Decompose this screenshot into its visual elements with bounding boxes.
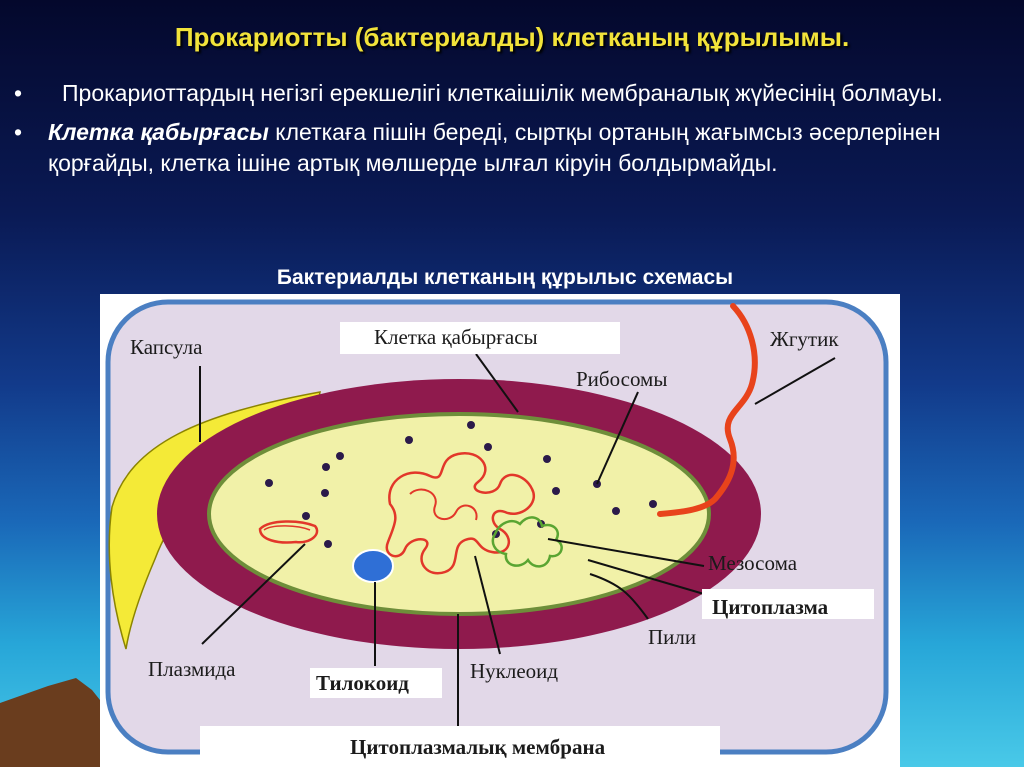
label-cytoplasmic-membrane: Цитоплазмалық мембрана [350,735,606,759]
bullet-marker: • [14,80,23,106]
pointer-cell-wall [475,353,519,413]
flagellum-shape [657,303,758,517]
label-bg-cell-wall [340,322,620,354]
label-ribosomes: Рибосомы [576,367,667,391]
label-cell-wall: Клетка қабырғасы [374,325,538,349]
bullet-marker: • [14,119,23,145]
ribosome-dot [649,500,657,508]
thylakoid-shape [352,549,394,583]
pointer-nucleoid [474,555,501,655]
ribosome-dot [321,489,329,497]
pointer-lines [199,353,836,734]
ribosome-dot [265,479,273,487]
pointer-flagellum [754,357,836,405]
label-nucleoid: Нуклеоид [470,659,558,683]
bullet-item: • Прокариоттардың негізгі ерекшелігі кле… [8,78,1008,109]
pointer-cytoplasm [587,559,705,595]
label-cytoplasm: Цитоплазма [712,595,829,619]
mesosome-shape [491,516,563,568]
bullet-list: • Прокариоттардың негізгі ерекшелігі кле… [8,78,1008,187]
nucleoid-dna-inner [409,488,478,521]
ribosome-dot [484,443,492,451]
bullet-item: • Клетка қабырғасы клеткаға пішін береді… [8,117,1008,179]
label-thylakoid: Тилокоид [316,671,409,695]
label-bg-cytoplasmic-membrane [200,726,720,760]
plasmid-loop [258,520,319,544]
ribosome-dot [336,452,344,460]
bullet-text: Прокариоттардың негізгі ерекшелігі клетк… [62,80,943,106]
pointer-mesosome [547,538,705,567]
ribosome-dot [612,507,620,515]
label-pili: Пили [648,625,696,649]
bacterial-cell-diagram: Капсула Клетка қабырғасы Рибосомы Жгутик… [100,294,900,767]
label-bg-thylakoid [310,668,442,698]
label-mesosome: Мезосома [708,551,798,575]
hill-decoration [0,678,100,767]
diagram-subtitle: Бактериалды клетканың құрылыс схемасы [276,266,734,289]
plasmid-inner-strand [263,525,311,531]
ribosome-dot [322,463,330,471]
pointer-pili [589,573,649,620]
label-bg-cytoplasm [702,589,874,619]
label-plasmid: Плазмида [148,657,236,681]
hill-shape [0,678,100,767]
bullet-bold-term: Клетка қабырғасы [48,119,269,145]
bullet-text: клеткаға пішін береді, сыртқы ортаның жа… [48,119,941,176]
label-flagellum: Жгутик [770,327,839,351]
cell-diagram-svg: Капсула Клетка қабырғасы Рибосомы Жгутик… [100,294,900,767]
ribosome-dot [552,487,560,495]
ribosome-dot [543,455,551,463]
cytoplasm-area [207,412,711,616]
slide-title: Прокариотты (бактериалды) клетканың құры… [174,22,850,52]
pointer-ribosomes [596,391,639,485]
ribosome-dot [302,512,310,520]
ribosome-dot [324,540,332,548]
label-capsule: Капсула [130,335,203,359]
ribosome-dot [405,436,413,444]
ribosome-dot [467,421,475,429]
pointer-plasmid [201,543,306,645]
